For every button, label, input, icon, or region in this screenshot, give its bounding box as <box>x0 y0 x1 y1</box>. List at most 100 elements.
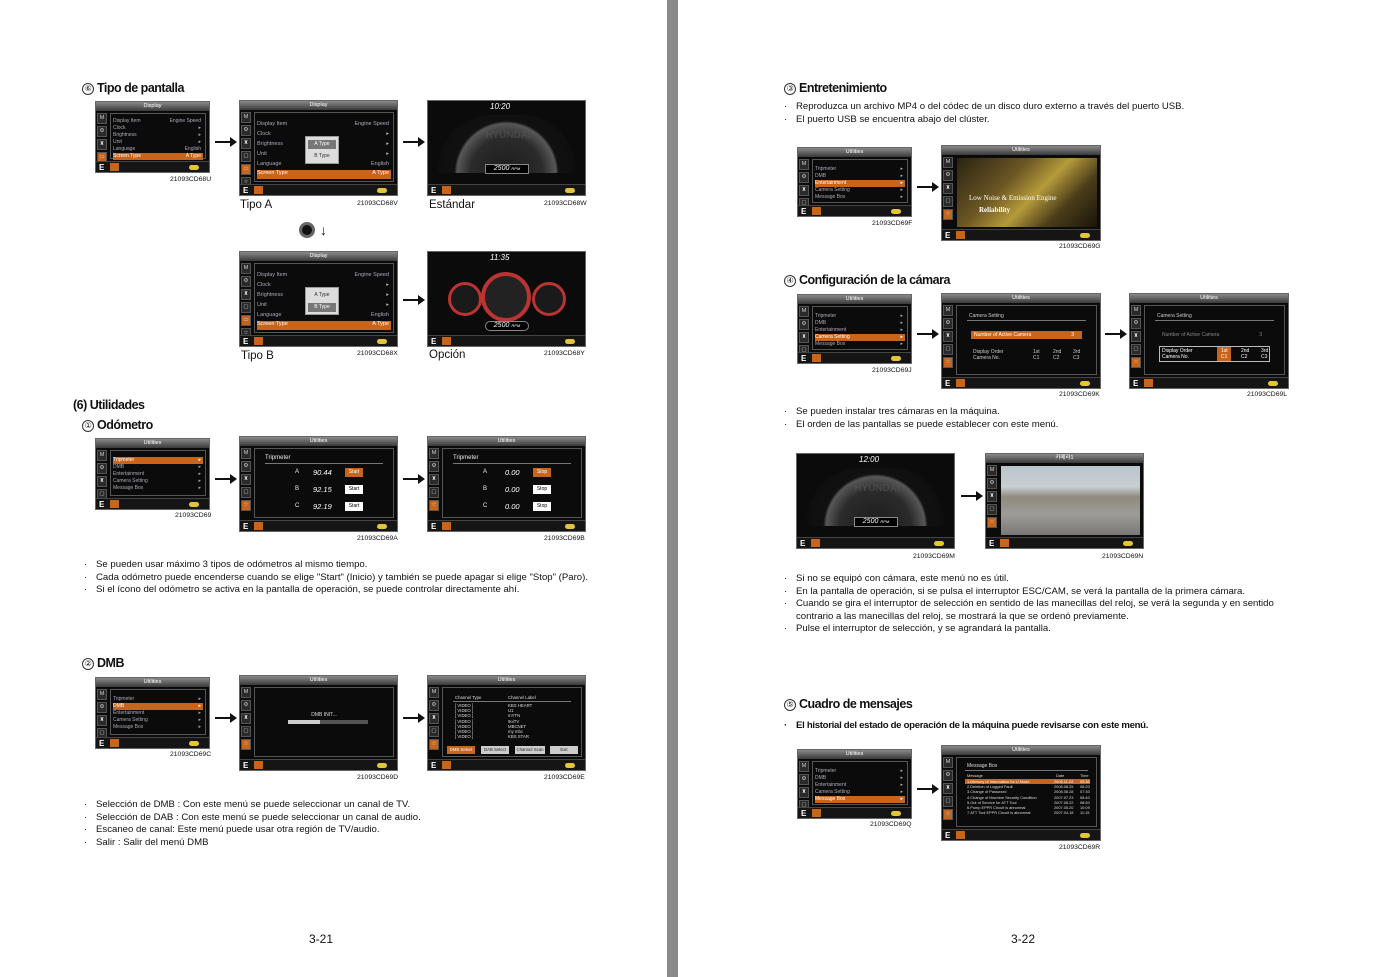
table-cell: 2007.04.18 <box>1054 810 1074 816</box>
rpm-readout: 2500 RPM <box>485 164 529 174</box>
arrow-right-icon <box>961 490 983 502</box>
jog-dial-icon <box>299 222 315 238</box>
table-cell: 08:50 <box>1080 799 1090 805</box>
screen-message-box: Utilities M⚙♜▢☆ Message Box Message Date… <box>941 745 1101 841</box>
screen-video-playback: Utilities M⚙♜▢☆ Low Noise & Emission Eng… <box>941 145 1101 241</box>
screen-dmb-init: Utilities M⚙♜▢☆ DMB INIT... E <box>239 675 398 771</box>
progress-fill <box>288 720 320 724</box>
screen-camera-feed: 카메라1 M⚙♜▢☆ E <box>985 453 1144 549</box>
bullets-camara-2: Si no se equipó con cámara, este menú no… <box>784 573 1294 636</box>
bullets-odometro: Se pueden usar máximo 3 tipos de odómetr… <box>84 559 589 597</box>
gauge-center <box>481 272 531 322</box>
side-icons: M⚙♜▭☆ <box>97 113 107 172</box>
table-cell: 1.Memory of Information for U Mode <box>967 779 1030 784</box>
bullets-camara-1: Se pueden instalar tres cámaras en la má… <box>784 406 1344 431</box>
progress-bar <box>288 720 368 724</box>
table-cell: 10:09 <box>1080 804 1090 810</box>
status-bar: E <box>96 161 209 172</box>
screen-type-popup: A Type B Type <box>305 136 339 164</box>
screen-type-popup: A Type B Type <box>305 287 339 315</box>
arrow-right-icon <box>215 473 237 485</box>
arrow-down-icon: ↓ <box>320 222 327 238</box>
display-order-box[interactable] <box>1159 346 1270 362</box>
table-cell: 06:20 <box>1080 784 1090 790</box>
video-frame: Low Noise & Emission Engine Reliability <box>957 158 1097 227</box>
screen-camera-setting-count: Utilities M⚙♜▢☆ Camera Setting Number of… <box>941 293 1101 389</box>
arrow-right-icon <box>403 294 425 306</box>
dab-select-button[interactable]: DAB Select <box>481 746 509 754</box>
table-cell: 2007.07.23 <box>1054 794 1074 800</box>
screen-gauge-camera: 12:00 HYUNDAI 2500 RPM E <box>796 453 955 549</box>
arrow-right-icon <box>215 712 237 724</box>
gauge-left <box>448 282 482 316</box>
table-row[interactable]: 3.Change of Password 2008.08.28 07:30 <box>965 789 1090 794</box>
screen-tripmeter-stop: Utilities M⚙♜▢☆ Tripmeter A 0.00 Stop B … <box>427 436 586 532</box>
table-row[interactable]: 4.Change of Machine Security Condition 20… <box>965 795 1090 800</box>
table-cell: 11:15 <box>1080 810 1090 816</box>
menu-item[interactable]: Brightness▸ <box>113 132 201 138</box>
gauge-right <box>532 282 566 316</box>
arrow-right-icon <box>403 712 425 724</box>
arrow-right-icon <box>403 473 425 485</box>
start-button[interactable]: Start <box>345 502 363 511</box>
popup-option-b[interactable]: B Type <box>314 153 330 159</box>
screen-gauge-standard: 10:20 HYUNDAI 2500 RPM E <box>427 100 586 196</box>
msg-intro: El historial del estado de operación de … <box>784 720 1344 733</box>
table-cell: 3.Change of Password <box>967 789 1007 795</box>
arrow-right-icon <box>917 328 939 340</box>
dmb-select-button[interactable]: DMB Select <box>447 746 475 754</box>
table-cell: 2008.08.28 <box>1054 789 1074 795</box>
channel-scan-button[interactable]: Channel Scan <box>515 746 545 754</box>
popup-option-a[interactable]: A Type <box>308 140 336 149</box>
menu-item[interactable]: Unit▸ <box>113 139 201 145</box>
screen-utilities-dmb-small: Utilities M⚙♜▢☆ Tripmeter▸ DMB▸ Entertai… <box>95 677 210 749</box>
table-cell: 6.Pump EPPR Circuit is abnormal <box>967 804 1026 810</box>
start-button[interactable]: Start <box>345 485 363 494</box>
table-cell: 2.Deletion of Logged Fault <box>967 784 1013 790</box>
arrow-right-icon <box>1105 328 1127 340</box>
table-row[interactable]: 7.ATT Tool EPPR Circuit is abnormal 2007.… <box>965 810 1090 815</box>
table-cell: 7.ATT Tool EPPR Circuit is abnormal <box>967 810 1031 816</box>
table-cell: 5.Out of Service for ATT Tool <box>967 799 1017 805</box>
table-cell: 4.Change of Machine Security Condition <box>967 794 1037 800</box>
stop-button[interactable]: Stop <box>533 468 551 477</box>
menu-item[interactable]: Clock▸ <box>113 125 201 131</box>
screen-utilities-message-small: Utilities M⚙♜▢☆ Tripmeter▸ DMB▸ Entertai… <box>797 749 912 819</box>
table-cell: 05:30 <box>1080 779 1090 784</box>
caption: Tipo A <box>240 199 273 211</box>
start-button[interactable]: Start <box>345 468 363 477</box>
table-row[interactable]: 1.Memory of Information for U Mode 2008.1… <box>965 779 1090 785</box>
arrow-right-icon <box>403 136 425 148</box>
exit-button[interactable]: Exit <box>550 746 578 754</box>
screen-title: Display <box>96 102 209 111</box>
arrow-right-icon <box>917 181 939 193</box>
gauge <box>438 115 575 173</box>
stop-button[interactable]: Stop <box>533 485 551 494</box>
screen-utilities-small: Utilities M⚙♜▢☆ Tripmeter▸ DMB▸ Entertai… <box>95 438 210 510</box>
camera-image <box>1001 466 1140 535</box>
screen-channel-list: Utilities M⚙♜▢☆ Channel Type Channel Lab… <box>427 675 586 771</box>
page-number: 3-21 <box>309 932 334 946</box>
arrow-right-icon <box>215 136 237 148</box>
figure-code: 21093CD68U <box>170 176 212 183</box>
table-cell: 2008.11.24 <box>1054 779 1074 784</box>
screen-gauge-option: 11:35 2500 RPM E <box>427 251 586 347</box>
dmb-init-text: DMB INIT... <box>311 712 337 718</box>
stop-button[interactable]: Stop <box>533 502 551 511</box>
table-cell: 07:30 <box>1080 789 1090 795</box>
